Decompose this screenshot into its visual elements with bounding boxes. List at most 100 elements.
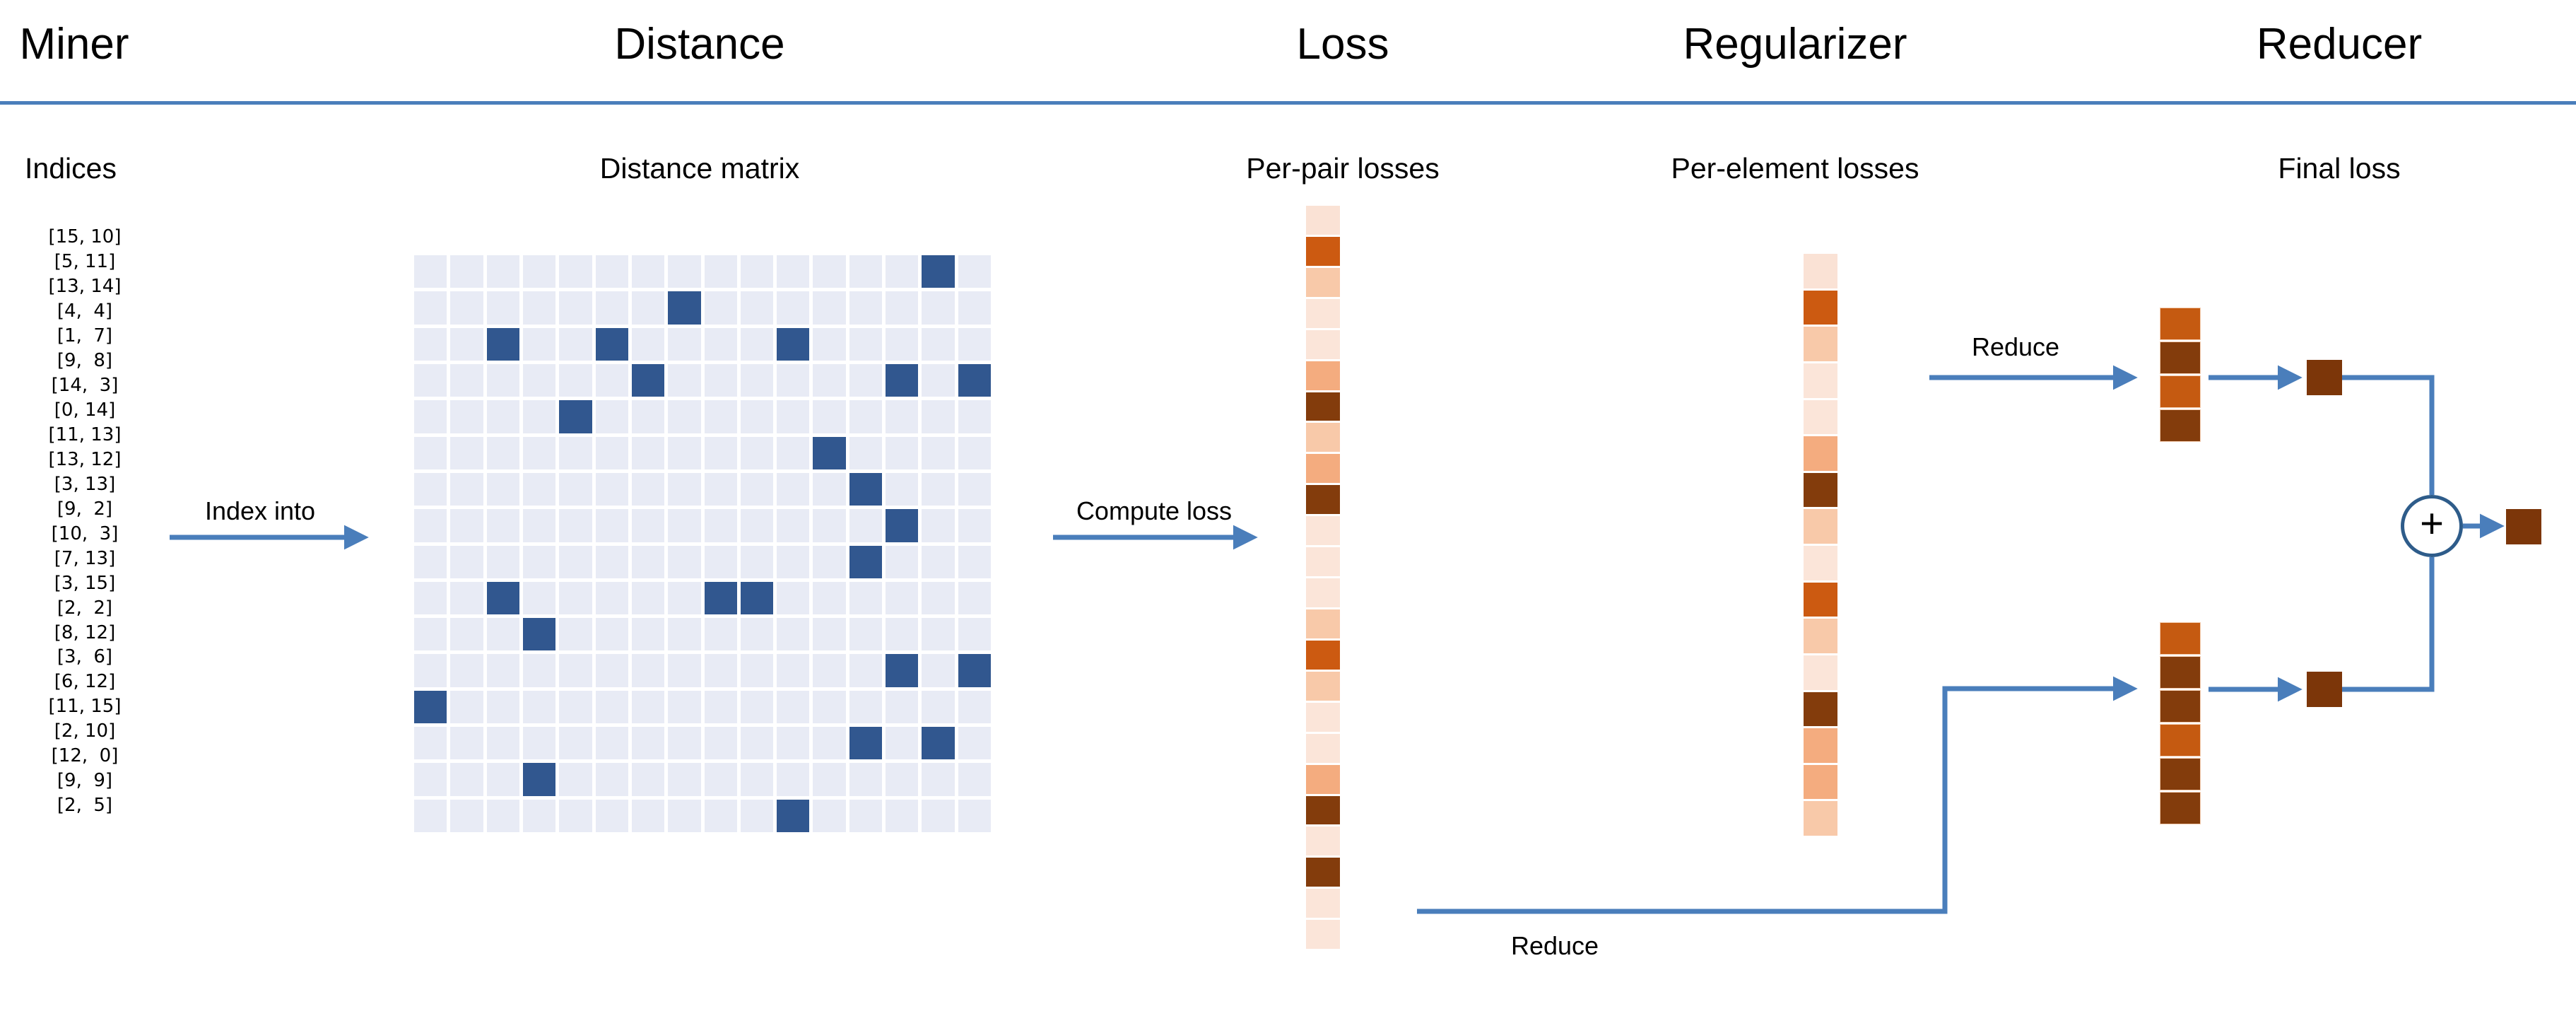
- matrix-cell: [813, 327, 846, 361]
- reducer-top-block: [2160, 375, 2201, 408]
- index-pair-row: [9, 2]: [57, 498, 113, 520]
- per-pair-loss-cell: [1306, 329, 1340, 359]
- matrix-cell: [486, 472, 519, 506]
- matrix-cell: [922, 799, 955, 832]
- matrix-cell: [631, 436, 665, 469]
- matrix-cell: [559, 472, 592, 506]
- matrix-cell-active: [922, 255, 955, 288]
- reducer-bottom-block: [2160, 656, 2201, 689]
- matrix-cell: [958, 727, 991, 760]
- stage-title-miner: Miner: [19, 20, 129, 69]
- matrix-cell: [958, 255, 991, 288]
- per-pair-loss-cell: [1306, 547, 1340, 577]
- matrix-cell: [559, 799, 592, 832]
- index-pair-row: [1, 7]: [57, 325, 113, 346]
- subtitle-per-pair-losses: Per-pair losses: [1246, 152, 1440, 185]
- matrix-cell: [414, 581, 447, 615]
- matrix-cell: [777, 581, 810, 615]
- matrix-cell: [522, 654, 556, 687]
- matrix-cell: [486, 436, 519, 469]
- matrix-cell: [849, 255, 883, 288]
- matrix-cell: [522, 690, 556, 724]
- matrix-cell: [559, 255, 592, 288]
- matrix-cell: [486, 255, 519, 288]
- reducer-top-block: [2160, 308, 2201, 340]
- matrix-cell: [559, 690, 592, 724]
- matrix-cell: [631, 799, 665, 832]
- per-pair-loss-cell: [1306, 516, 1340, 546]
- matrix-cell-active: [922, 727, 955, 760]
- index-pair-row: [11, 15]: [48, 696, 122, 718]
- arrow-label-index-into: Index into: [204, 496, 316, 525]
- per-element-loss-cell: [1804, 436, 1837, 471]
- matrix-cell: [522, 436, 556, 469]
- matrix-cell: [886, 799, 919, 832]
- matrix-cell: [486, 654, 519, 687]
- matrix-cell: [849, 690, 883, 724]
- matrix-cell: [559, 727, 592, 760]
- matrix-cell-active: [559, 400, 592, 433]
- matrix-cell: [595, 255, 628, 288]
- matrix-cell: [704, 763, 737, 796]
- matrix-cell: [922, 436, 955, 469]
- matrix-cell: [414, 727, 447, 760]
- matrix-cell: [595, 291, 628, 325]
- matrix-cell: [740, 690, 774, 724]
- matrix-cell: [813, 690, 846, 724]
- matrix-cell: [414, 545, 447, 578]
- matrix-cell: [886, 690, 919, 724]
- matrix-cell: [522, 509, 556, 542]
- index-pair-row: [12, 0]: [51, 745, 119, 767]
- matrix-cell: [595, 727, 628, 760]
- matrix-cell: [886, 763, 919, 796]
- matrix-cell: [450, 581, 483, 615]
- matrix-cell: [886, 436, 919, 469]
- matrix-cell: [849, 363, 883, 397]
- per-element-loss-cell: [1804, 399, 1837, 435]
- matrix-cell: [922, 291, 955, 325]
- matrix-cell: [414, 327, 447, 361]
- per-element-loss-column: [1804, 254, 1837, 836]
- matrix-cell: [886, 400, 919, 433]
- matrix-cell: [704, 799, 737, 832]
- matrix-cell: [668, 545, 701, 578]
- index-pair-row: [14, 3]: [51, 374, 119, 396]
- matrix-cell: [631, 291, 665, 325]
- per-pair-loss-cell: [1306, 454, 1340, 484]
- matrix-cell-active: [777, 799, 810, 832]
- reducer-bottom-block: [2160, 792, 2201, 824]
- matrix-cell-active: [813, 436, 846, 469]
- matrix-cell: [486, 799, 519, 832]
- matrix-cell: [559, 291, 592, 325]
- matrix-cell: [450, 363, 483, 397]
- matrix-cell-active: [595, 327, 628, 361]
- matrix-cell: [559, 545, 592, 578]
- matrix-cell: [631, 400, 665, 433]
- matrix-cell: [668, 472, 701, 506]
- per-pair-loss-cell: [1306, 858, 1340, 887]
- matrix-cell-active: [777, 327, 810, 361]
- matrix-cell: [958, 400, 991, 433]
- index-pair-row: [11, 13]: [48, 424, 122, 445]
- matrix-cell: [740, 763, 774, 796]
- per-pair-loss-cell: [1306, 920, 1340, 950]
- matrix-cell: [813, 363, 846, 397]
- matrix-cell: [595, 436, 628, 469]
- matrix-cell: [958, 545, 991, 578]
- index-pair-row: [7, 13]: [54, 547, 116, 569]
- matrix-cell: [631, 763, 665, 796]
- matrix-cell: [886, 291, 919, 325]
- matrix-cell: [958, 690, 991, 724]
- matrix-cell: [522, 472, 556, 506]
- matrix-cell: [486, 400, 519, 433]
- matrix-cell: [922, 690, 955, 724]
- per-element-loss-cell: [1804, 582, 1837, 617]
- matrix-cell: [849, 763, 883, 796]
- matrix-cell: [414, 436, 447, 469]
- matrix-cell: [813, 255, 846, 288]
- matrix-cell: [559, 327, 592, 361]
- matrix-cell: [414, 400, 447, 433]
- reducer-top-block: [2160, 409, 2201, 442]
- matrix-cell: [886, 255, 919, 288]
